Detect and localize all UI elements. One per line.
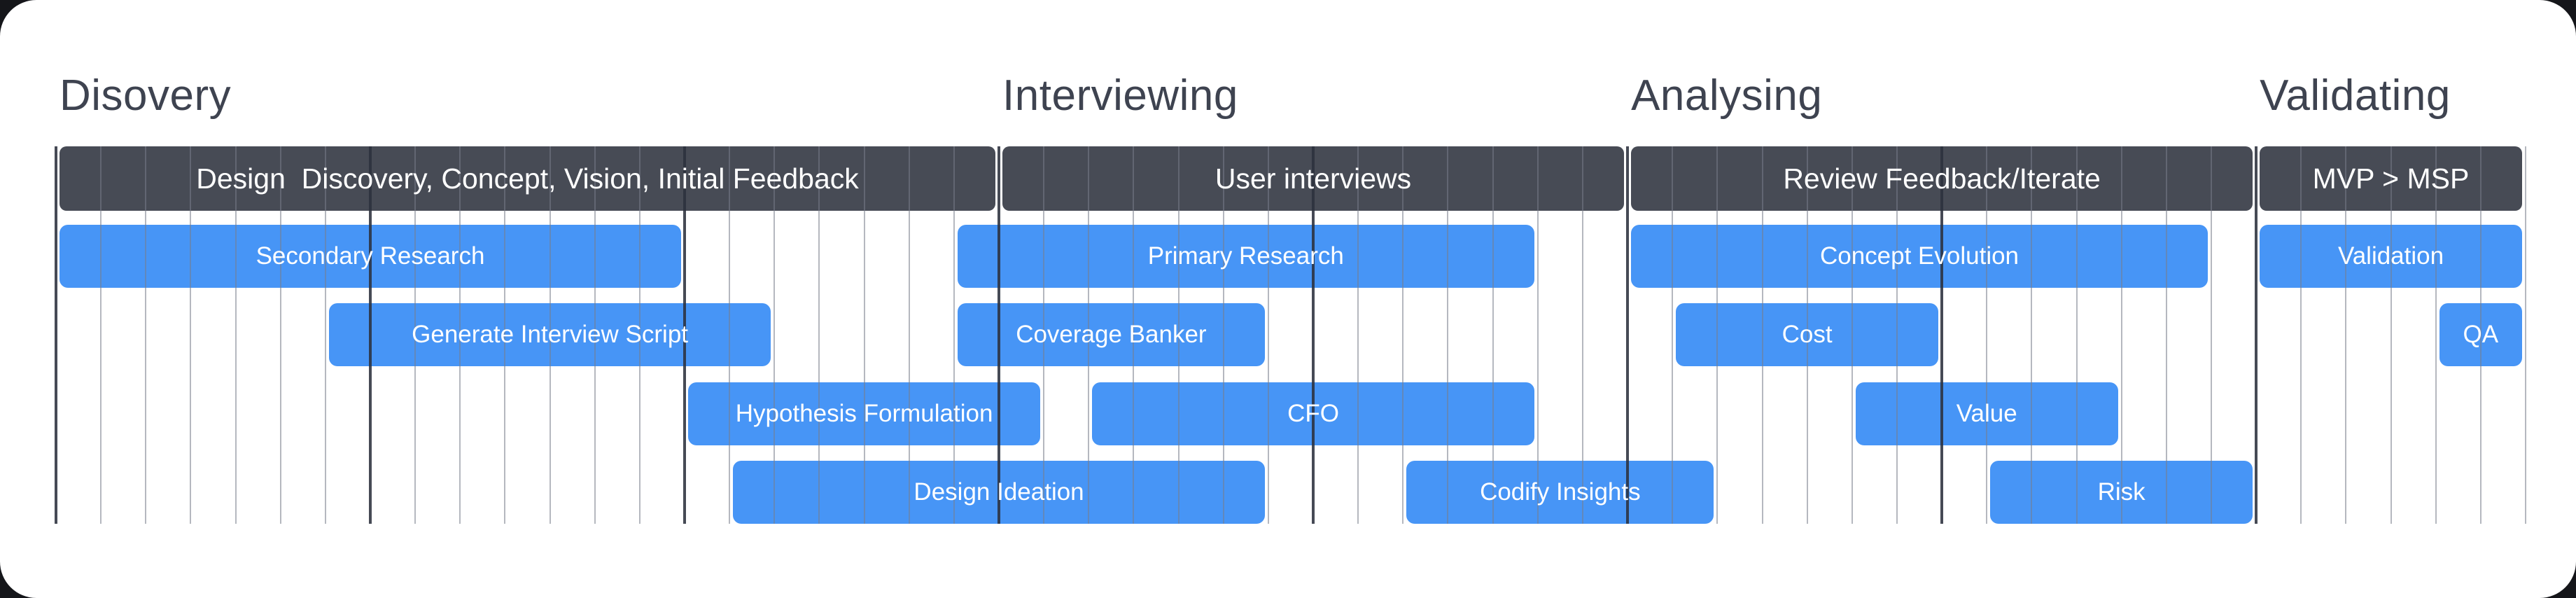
task-bar[interactable]: Primary Research: [957, 225, 1534, 288]
phase-header-bar[interactable]: Design Discovery, Concept, Vision, Initi…: [59, 146, 996, 211]
phase-header-bar[interactable]: Review Feedback/Iterate: [1631, 146, 2253, 211]
task-bar-label: Hypothesis Formulation: [735, 399, 993, 427]
phase-header-label: MVP > MSP: [2312, 162, 2470, 195]
task-bar[interactable]: Generate Interview Script: [328, 303, 771, 367]
phase-header-bar[interactable]: User interviews: [1002, 146, 1625, 211]
phase-title: Disovery: [59, 71, 232, 120]
task-bar-label: Secondary Research: [255, 242, 485, 270]
grid-day-line: [2524, 146, 2526, 524]
task-bar-label: Primary Research: [1147, 242, 1344, 270]
task-bar-label: Validation: [2337, 242, 2444, 270]
phase-header-label: User interviews: [1214, 162, 1412, 195]
task-bar-label: Coverage Banker: [1016, 321, 1207, 349]
task-bar-label: Concept Evolution: [1819, 242, 2019, 270]
phase-title: Analysing: [1631, 71, 1823, 120]
grid-week-line: [2255, 146, 2258, 524]
phase-header-label: Design Discovery, Concept, Vision, Initi…: [196, 162, 859, 195]
task-bar-label: CFO: [1287, 399, 1339, 427]
task-bar[interactable]: Value: [1855, 382, 2118, 445]
task-bar-label: Design Ideation: [913, 478, 1084, 506]
task-bar[interactable]: Hypothesis Formulation: [688, 382, 1041, 445]
task-bar-label: QA: [2463, 321, 2499, 349]
task-bar[interactable]: CFO: [1092, 382, 1534, 445]
task-bar-label: Risk: [2097, 478, 2146, 506]
task-bar[interactable]: Design Ideation: [733, 461, 1265, 524]
task-bar[interactable]: Codify Insights: [1406, 461, 1714, 524]
task-bar[interactable]: QA: [2439, 303, 2522, 367]
task-bar[interactable]: Validation: [2260, 225, 2522, 288]
task-bar-label: Generate Interview Script: [412, 321, 689, 349]
task-bar-label: Value: [1956, 399, 2017, 427]
task-bar-label: Codify Insights: [1480, 478, 1641, 506]
phase-header-label: Review Feedback/Iterate: [1783, 162, 2101, 195]
task-bar-label: Cost: [1782, 321, 1833, 349]
phase-title: Validating: [2260, 71, 2451, 120]
task-bar[interactable]: Cost: [1676, 303, 1939, 367]
task-bar[interactable]: Concept Evolution: [1631, 225, 2208, 288]
phase-title: Interviewing: [1002, 71, 1238, 120]
phase-header-bar[interactable]: MVP > MSP: [2260, 146, 2522, 211]
grid-week-line: [55, 146, 57, 524]
task-bar[interactable]: Secondary Research: [59, 225, 682, 288]
task-bar[interactable]: Risk: [1990, 461, 2253, 524]
task-bar[interactable]: Coverage Banker: [957, 303, 1265, 367]
